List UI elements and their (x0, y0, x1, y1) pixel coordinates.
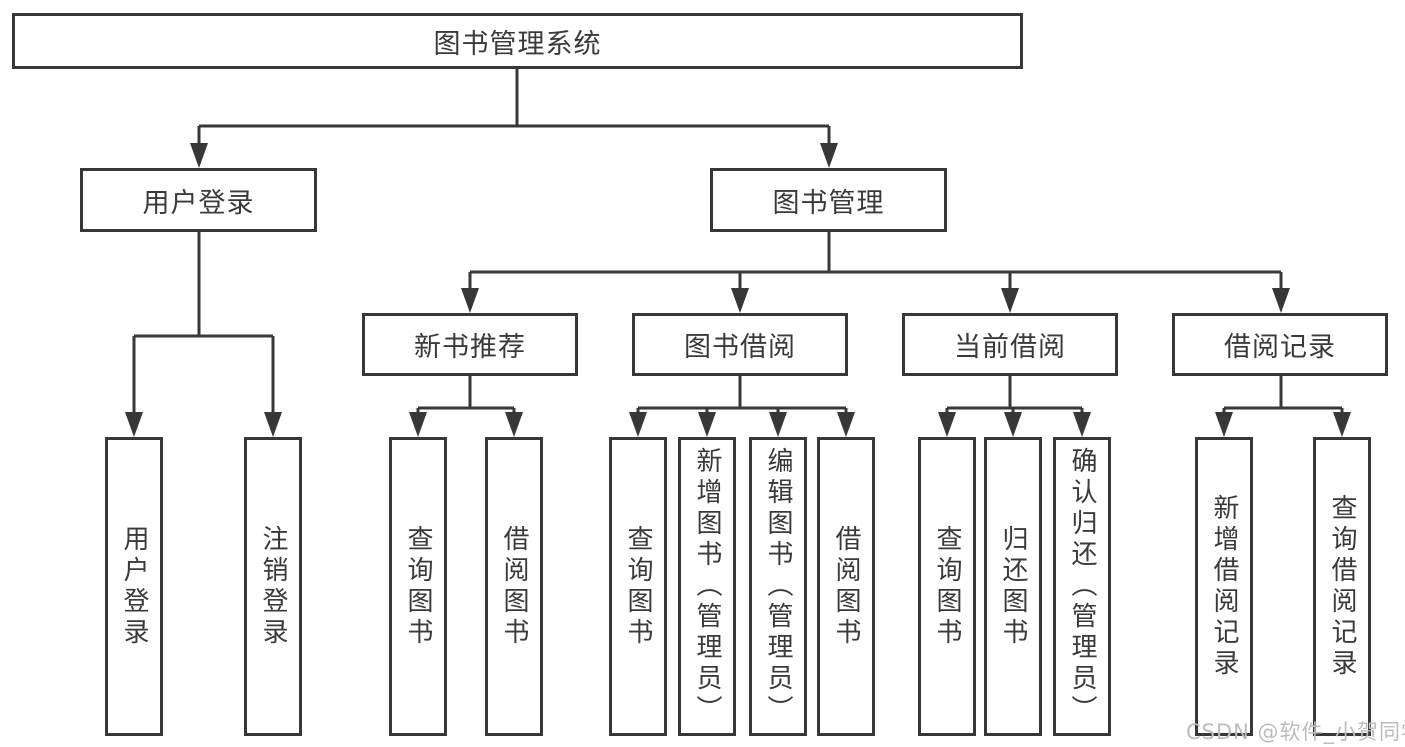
arrow-down-icon (1073, 412, 1091, 437)
leaf-confirm-return-admin-label: 确认归还（管理员） (1067, 447, 1097, 726)
arrow-down-icon (1001, 288, 1019, 313)
leaf-edit-books-admin: 编辑图书（管理员） (749, 437, 807, 736)
node-book-borrow-label: 图书借阅 (684, 332, 796, 363)
arrow-down-icon (698, 412, 716, 437)
connector-borrow-records-children (1222, 376, 1344, 416)
node-new-book-recommend-label: 新书推荐 (414, 332, 526, 363)
node-book-borrow: 图书借阅 (632, 313, 848, 376)
arrowheads (125, 143, 1351, 437)
node-borrow-records-label: 借阅记录 (1224, 332, 1336, 363)
connector-user-login-children (132, 232, 275, 415)
arrow-down-icon (190, 143, 208, 168)
leaf-query-books-borrow: 查询图书 (609, 437, 667, 736)
leaf-query-books-recommend-label: 查询图书 (403, 524, 433, 649)
arrow-down-icon (125, 412, 143, 437)
leaf-confirm-return-admin: 确认归还（管理员） (1053, 437, 1111, 736)
leaf-edit-books-admin-label: 编辑图书（管理员） (763, 447, 793, 726)
arrow-down-icon (409, 412, 427, 437)
node-root-label: 图书管理系统 (433, 28, 602, 60)
arrow-down-icon (769, 412, 787, 437)
arrow-down-icon (1004, 412, 1022, 437)
node-root: 图书管理系统 (12, 13, 1023, 69)
leaf-borrow-books: 借阅图书 (817, 437, 875, 736)
connector-book-borrow-children (636, 376, 848, 416)
leaf-query-books-borrow-label: 查询图书 (623, 524, 653, 649)
arrow-down-icon (1272, 288, 1290, 313)
leaf-query-books-current-label: 查询图书 (932, 524, 962, 649)
connector-current-borrow-children (945, 376, 1084, 416)
leaf-query-borrow-record: 查询借阅记录 (1313, 437, 1371, 736)
node-new-book-recommend: 新书推荐 (362, 313, 578, 376)
node-user-login: 用户登录 (80, 168, 317, 232)
node-book-management-label: 图书管理 (772, 187, 885, 219)
leaf-borrow-books-recommend: 借阅图书 (485, 437, 543, 736)
leaf-logout: 注销登录 (244, 437, 302, 736)
leaf-add-books-admin: 新增图书（管理员） (678, 437, 736, 736)
connector-book-mgmt-children (468, 232, 1283, 291)
arrow-down-icon (264, 412, 282, 437)
leaf-return-books-label: 归还图书 (998, 524, 1028, 649)
leaf-return-books: 归还图书 (984, 437, 1042, 736)
node-user-login-label: 用户登录 (142, 187, 255, 219)
arrow-down-icon (938, 412, 956, 437)
leaf-add-borrow-record: 新增借阅记录 (1195, 437, 1253, 736)
node-book-management: 图书管理 (710, 168, 947, 232)
arrow-down-icon (461, 288, 479, 313)
node-current-borrow: 当前借阅 (902, 313, 1118, 376)
arrow-down-icon (629, 412, 647, 437)
arrow-down-icon (1215, 412, 1233, 437)
leaf-query-borrow-record-label: 查询借阅记录 (1327, 493, 1357, 680)
arrow-down-icon (731, 288, 749, 313)
node-borrow-records: 借阅记录 (1172, 313, 1388, 376)
arrow-down-icon (820, 143, 838, 168)
leaf-logout-label: 注销登录 (258, 524, 288, 649)
connector-root-to-level2 (197, 69, 831, 146)
leaf-query-books-recommend: 查询图书 (389, 437, 447, 736)
leaf-borrow-books-recommend-label: 借阅图书 (499, 524, 529, 649)
connector-lines (132, 69, 1344, 416)
leaf-add-borrow-record-label: 新增借阅记录 (1209, 493, 1239, 680)
leaf-user-login: 用户登录 (105, 437, 163, 736)
node-current-borrow-label: 当前借阅 (954, 332, 1066, 363)
arrow-down-icon (837, 412, 855, 437)
connector-new-book-children (416, 376, 516, 416)
leaf-add-books-admin-label: 新增图书（管理员） (692, 447, 722, 726)
leaf-borrow-books-label: 借阅图书 (831, 524, 861, 649)
leaf-query-books-current: 查询图书 (918, 437, 976, 736)
arrow-down-icon (505, 412, 523, 437)
csdn-watermark: CSDN @软件_小贺同学 (1186, 720, 1405, 744)
leaf-user-login-label: 用户登录 (119, 524, 149, 649)
arrow-down-icon (1333, 412, 1351, 437)
